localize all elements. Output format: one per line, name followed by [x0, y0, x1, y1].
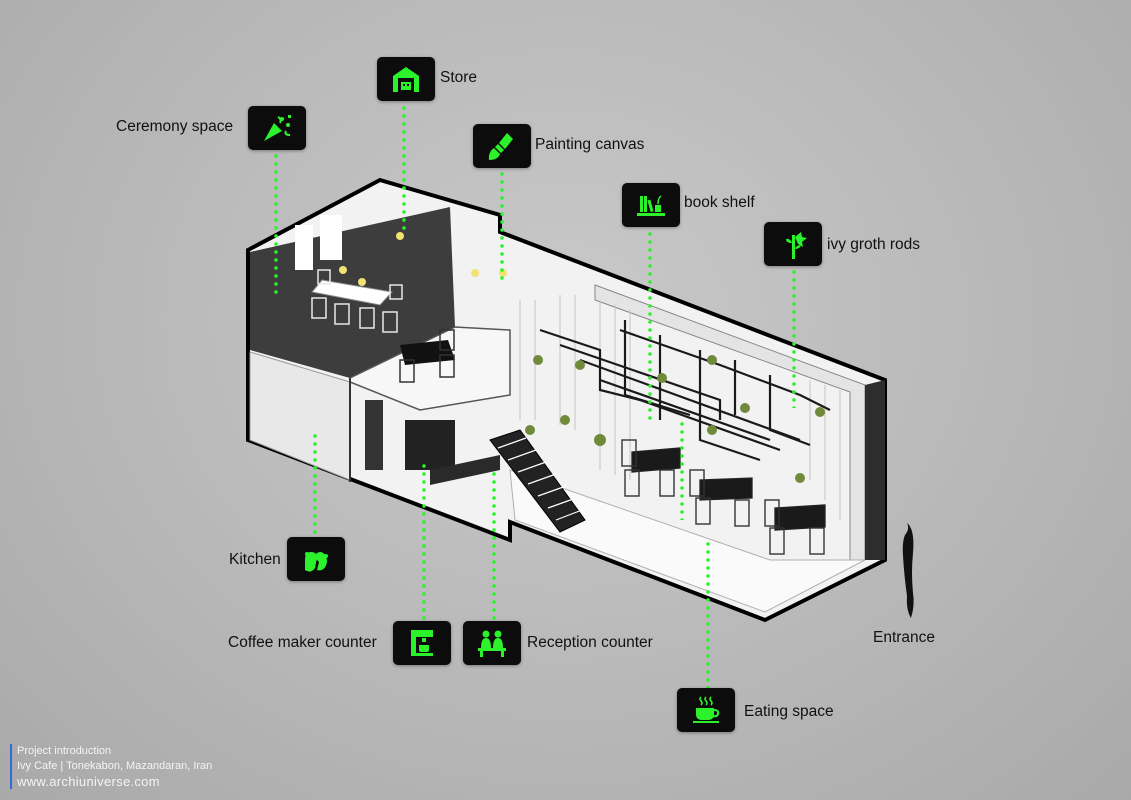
bookshelf-label: book shelf: [684, 194, 755, 211]
ivy-rod-icon: [786, 232, 807, 259]
cafe-tables: [631, 447, 826, 531]
reception-icon: [478, 630, 506, 657]
entrance-label: Entrance: [873, 629, 936, 646]
oven-mitts-icon: [305, 552, 328, 572]
painting-leader: [500, 170, 504, 280]
coffee-badge: [393, 621, 451, 665]
coffee-cup-icon: [693, 696, 720, 723]
bookshelf-icon: [637, 195, 665, 216]
bookshelf-sub-leader: [680, 420, 684, 520]
footer-url: www.archiuniverse.com: [17, 774, 160, 789]
footer: Project introduction Ivy Cafe | Tonekabo…: [10, 744, 212, 789]
ivy-label: ivy groth rods: [827, 236, 921, 253]
eating-label: Eating space: [744, 703, 834, 720]
kitchen-leader: [313, 432, 317, 537]
cafe-floor: [509, 469, 866, 613]
reception-leader: [492, 470, 496, 620]
eating-badge: [677, 688, 735, 732]
eating-leader: [706, 540, 710, 688]
ivy-badge: [764, 222, 822, 266]
reception-label: Reception counter: [527, 634, 653, 651]
coffee-label: Coffee maker counter: [228, 634, 377, 651]
painting-badge: [473, 124, 531, 168]
kitchen-label: Kitchen: [229, 551, 281, 568]
warehouse-icon: [393, 67, 419, 92]
store-badge: [377, 57, 435, 101]
painting-label: Painting canvas: [535, 136, 645, 153]
bookshelf-leader: [648, 230, 652, 420]
footer-line2: Ivy Cafe | Tonekabon, Mazandaran, Iran: [17, 760, 213, 772]
coffee-leader: [422, 462, 426, 620]
party-popper-icon: [264, 115, 291, 141]
ceremony-label: Ceremony space: [116, 118, 234, 135]
paint-brush-icon: [488, 133, 513, 160]
bookshelf-badge: [622, 183, 680, 227]
kitchen-badge: [287, 537, 345, 581]
coffee-machine-icon: [411, 630, 433, 656]
ceremony-leader: [274, 152, 278, 297]
store-leader: [402, 104, 406, 234]
ceremony-badge: [248, 106, 306, 150]
ivy-leader: [792, 268, 796, 408]
entrance-figure: [902, 523, 914, 618]
reception-badge: [463, 621, 521, 665]
store-label: Store: [440, 69, 478, 86]
footer-line1: Project introduction: [17, 745, 112, 757]
